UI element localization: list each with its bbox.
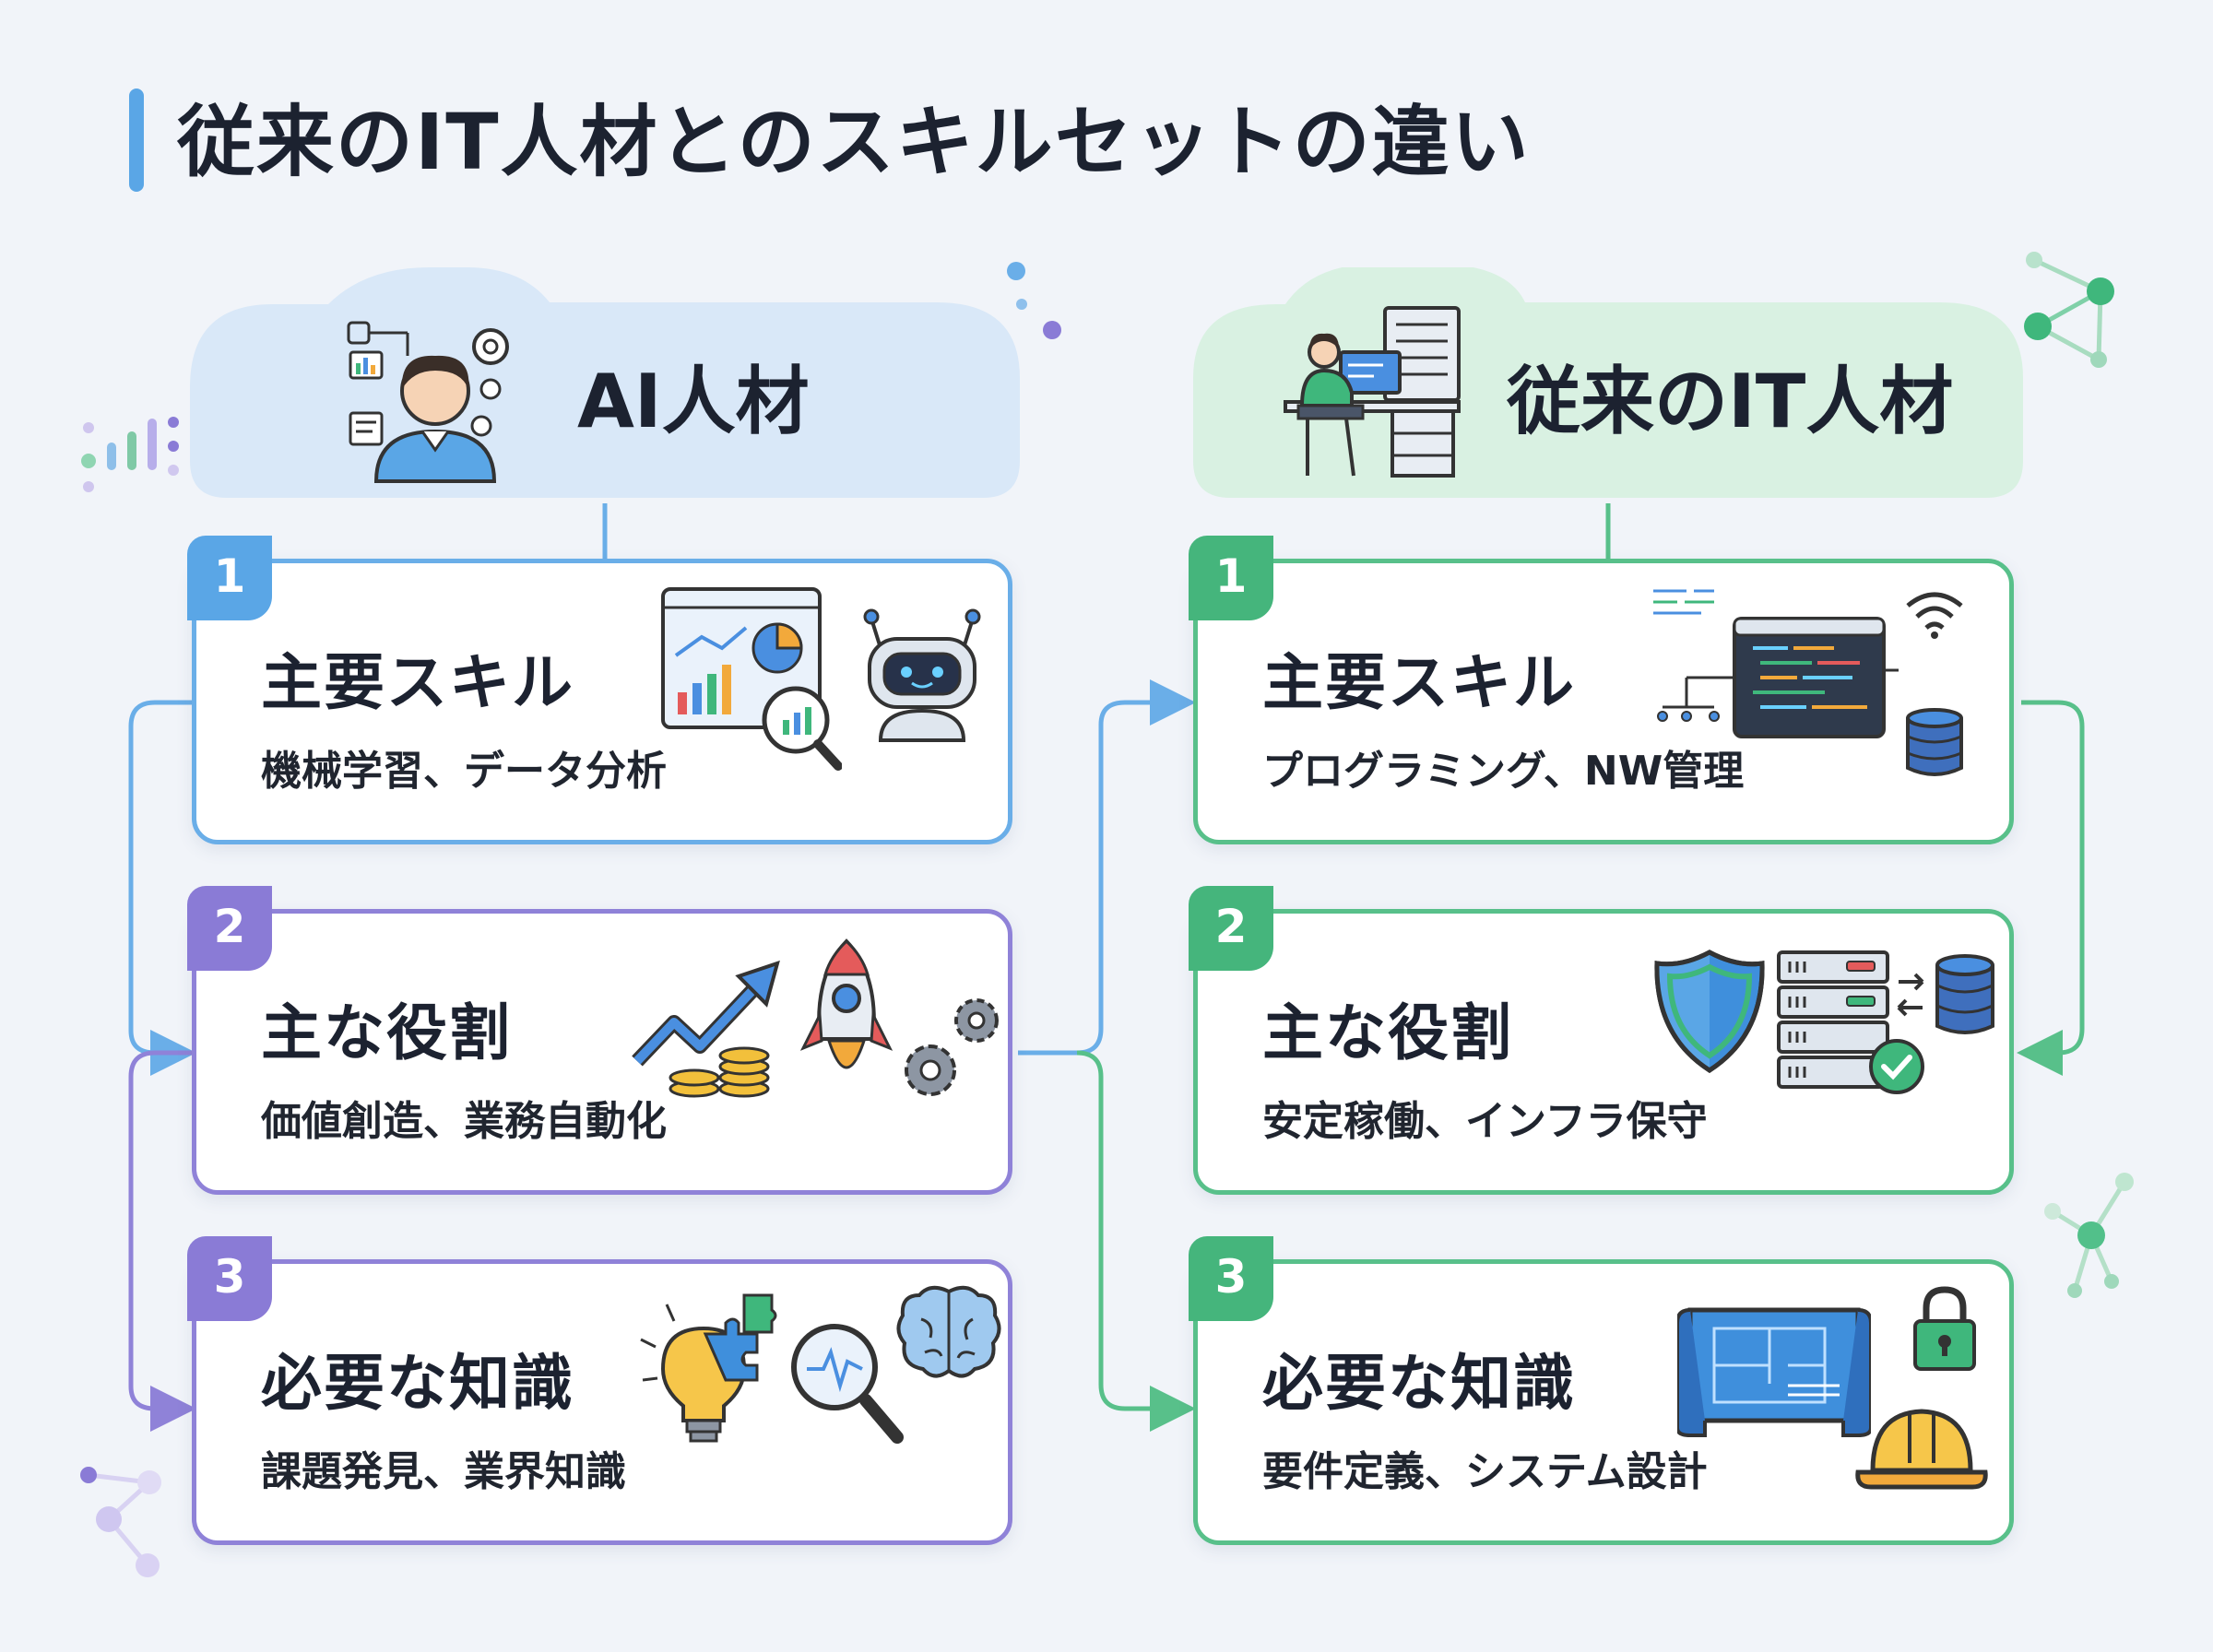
- card-number-badge: 3: [187, 1236, 272, 1321]
- gears-icon: [905, 998, 999, 1096]
- it-talent-title: 従来のIT人材: [1507, 359, 1954, 444]
- database-icon: [1906, 708, 1963, 776]
- analytics-dashboard-icon: [661, 587, 842, 771]
- hard-hat-icon: [1855, 1409, 1988, 1490]
- card-title: 主な役割: [1262, 997, 1513, 1068]
- page-title: 従来のIT人材とのスキルセットの違い: [177, 97, 1531, 187]
- wifi-icon: [1906, 592, 1963, 639]
- network-icon-bottom-left: [80, 1467, 161, 1577]
- card-description: プログラミング、NW管理: [1262, 748, 1745, 795]
- title-accent-bar: [129, 88, 144, 192]
- card-description: 機械学習、データ分析: [261, 748, 667, 795]
- card-title: 主要スキル: [1262, 647, 1576, 718]
- database-check-icon: [1869, 954, 1994, 1094]
- card-number-badge: 2: [187, 886, 272, 971]
- card-description: 要件定義、システム設計: [1262, 1448, 1708, 1495]
- server-icon: [1777, 950, 1889, 1089]
- lightbulb-puzzle-icon: [640, 1293, 777, 1443]
- card-title: 主な役割: [261, 997, 512, 1068]
- card-title: 主要スキル: [261, 647, 574, 718]
- ai-talent-title: AI人材: [577, 359, 810, 444]
- brain-icon: [896, 1285, 1001, 1378]
- blueprint-icon: [1677, 1307, 1871, 1437]
- ai-card-knowledge: 3 必要な知識 課題発見、業界知識: [187, 1236, 1012, 1545]
- robot-icon: [863, 608, 981, 742]
- signal-bars-icon: [81, 417, 179, 492]
- network-icon-top-right: [2024, 252, 2114, 368]
- card-description: 価値創造、業務自動化: [261, 1098, 667, 1145]
- rocket-icon: [799, 938, 893, 1069]
- card-description: 課題発見、業界知識: [261, 1448, 626, 1495]
- it-card-knowledge: 3 必要な知識 要件定義、システム設計: [1189, 1236, 2014, 1545]
- card-title: 必要な知識: [261, 1348, 574, 1419]
- ai-talent-header: AI人材: [190, 267, 1020, 507]
- card-number-badge: 1: [187, 536, 272, 620]
- card-title: 必要な知識: [1262, 1348, 1576, 1419]
- card-number-badge: 2: [1189, 886, 1273, 971]
- magnifier-icon: [791, 1324, 904, 1444]
- ai-card-skill: 1 主要スキル 機械学習、データ分析: [187, 536, 1012, 844]
- ai-card-role: 2 主な役割 価値創造、業務自動化: [187, 886, 1012, 1195]
- it-card-skill: 1 主要スキル プログラミング、NW管理: [1189, 536, 2014, 844]
- growth-chart-coins-icon: [632, 960, 780, 1098]
- ai-person-icon: [347, 321, 509, 483]
- card-description: 安定稼働、インフラ保守: [1262, 1098, 1708, 1145]
- padlock-icon: [1913, 1286, 1976, 1371]
- code-window-icon: [1653, 589, 1899, 738]
- it-talent-header: 従来のIT人材: [1193, 267, 2023, 507]
- it-engineer-desk-icon: [1284, 306, 1461, 478]
- card-number-badge: 3: [1189, 1236, 1273, 1321]
- card-number-badge: 1: [1189, 536, 1273, 620]
- shield-icon: [1654, 950, 1765, 1073]
- network-icon-mid-right: [2044, 1173, 2134, 1298]
- it-card-role: 2 主な役割 安定稼働、インフラ保守: [1189, 886, 2014, 1195]
